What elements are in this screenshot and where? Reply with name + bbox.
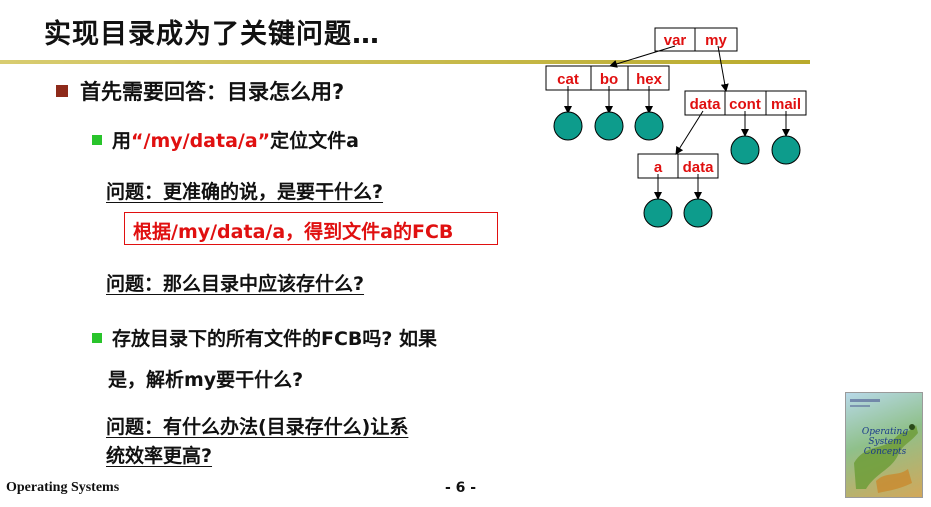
tree-arrow-my xyxy=(717,45,729,92)
square-bullet-icon xyxy=(92,332,102,343)
sub-bullet-1-suffix: 定位文件a xyxy=(270,130,359,152)
slide-title: 实现目录成为了关键问题… xyxy=(44,19,380,50)
tree-root-cell-var: var xyxy=(664,32,687,49)
dinosaur-illustration-icon xyxy=(850,399,918,493)
tree-file-node xyxy=(730,135,760,165)
tree-file-node xyxy=(634,111,664,141)
answer-box: 根据/my/data/a，得到文件a的FCB xyxy=(124,212,498,245)
tree-file-node xyxy=(553,111,583,141)
question-2: 问题：那么目录中应该存什么? xyxy=(106,273,365,295)
tree-file-node xyxy=(594,111,624,141)
tree-file-node xyxy=(683,198,713,228)
tree-file-node xyxy=(771,135,801,165)
tree-my-cell-cont: cont xyxy=(729,96,761,113)
question-3-line1: 问题：有什么办法(目录存什么)让系 xyxy=(106,416,409,438)
sub-bullet-2-line1: 存放目录下的所有文件的FCB吗? 如果 xyxy=(112,328,438,350)
tree-my-cell-mail: mail xyxy=(771,96,801,113)
main-bullet-text: 首先需要回答：目录怎么用? xyxy=(80,80,345,104)
square-bullet-icon xyxy=(92,134,102,145)
tree-data-cell-a: a xyxy=(654,159,663,176)
tree-var-cell-hex: hex xyxy=(636,71,663,88)
title-rule xyxy=(0,60,810,64)
book-cover-image: Operating System Concepts xyxy=(845,392,923,498)
tree-arrow-data xyxy=(675,110,704,155)
tree-root-box xyxy=(654,27,738,52)
footer-page-number: - 6 - xyxy=(445,480,477,496)
directory-tree-diagram: var my cat bo hex data cont mail a data xyxy=(545,27,807,228)
sub-bullet-1: 用“/my/data/a”定位文件a xyxy=(92,126,359,153)
tree-my-cell-data: data xyxy=(690,96,722,113)
main-bullet: 首先需要回答：目录怎么用? xyxy=(56,76,344,106)
tree-data-cell-data: data xyxy=(683,159,715,176)
sub-bullet-1-prefix: 用 xyxy=(112,130,132,152)
tree-arrow-var xyxy=(609,45,676,68)
sub-bullet-2-line2: 是，解析my要干什么? xyxy=(108,369,304,391)
footer-course: Operating Systems xyxy=(6,480,120,495)
sub-bullet-2: 存放目录下的所有文件的FCB吗? 如果 xyxy=(92,324,437,351)
square-bullet-icon xyxy=(56,85,68,97)
question-1: 问题：更准确的说，是要干什么? xyxy=(106,181,384,203)
tree-var-cell-cat: cat xyxy=(557,71,579,88)
tree-file-node xyxy=(643,198,673,228)
sub-bullet-1-path: “/my/data/a” xyxy=(131,130,271,152)
book-cover-title: Operating System Concepts xyxy=(861,427,909,457)
question-3-line2: 统效率更高? xyxy=(106,445,213,467)
tree-root-cell-my: my xyxy=(705,32,727,49)
tree-var-cell-bo: bo xyxy=(600,71,618,88)
